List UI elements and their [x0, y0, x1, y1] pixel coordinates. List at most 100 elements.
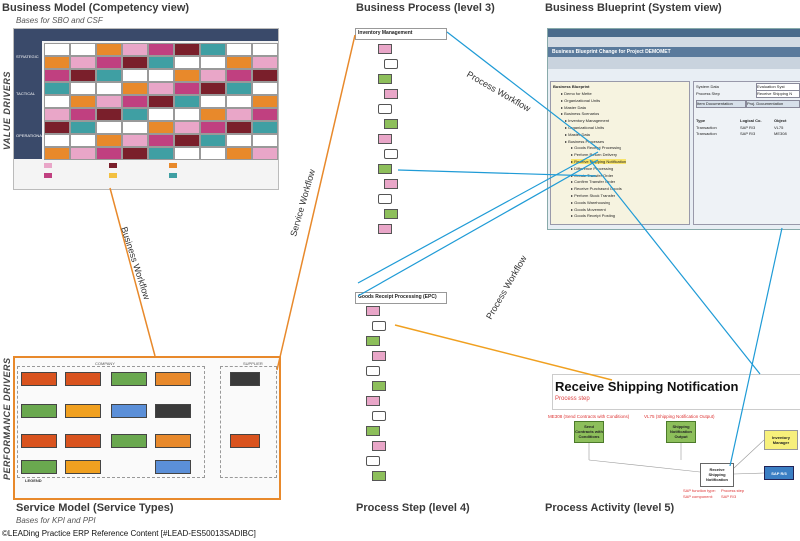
matrix-cell — [226, 95, 252, 108]
matrix-cell — [70, 69, 96, 82]
matrix-cell — [70, 43, 96, 56]
service-box — [155, 434, 191, 448]
sap-tree-item[interactable]: ▸ Master Data — [561, 104, 586, 110]
matrix-cell — [44, 147, 70, 160]
sap-tree-panel: Business Blueprint ▸ Demo for Mette▸ Org… — [550, 81, 690, 225]
matrix-cell — [252, 147, 278, 160]
sap-tree-item[interactable]: ▸ Organizational Units — [561, 97, 601, 103]
receive-shipping-box[interactable]: Receive Shipping Notification — [700, 463, 734, 487]
sap-menu-bar — [548, 29, 800, 37]
matrix-cell — [148, 121, 174, 134]
service-box — [65, 404, 101, 418]
matrix-cell — [252, 43, 278, 56]
matrix-cell — [70, 95, 96, 108]
service-box — [65, 460, 101, 474]
sap-field-system: System Data — [696, 84, 719, 89]
matrix-cell — [252, 134, 278, 147]
component-value: SAP R/3 — [721, 494, 737, 499]
sap-tab-item-doc[interactable]: Item Documentation — [696, 100, 746, 108]
blueprint-to-activity-line — [589, 159, 761, 375]
sap-r3-box[interactable]: SAP R/3 — [764, 466, 794, 480]
sap-tree-item[interactable]: ▸ Demo for Mette — [561, 91, 592, 96]
matrix-cell — [200, 108, 226, 121]
sap-tree-item[interactable]: ▸ Goods Receipt Processing — [571, 145, 622, 151]
matrix-cell — [226, 56, 252, 69]
sap-row2-type: Transaction — [696, 131, 717, 136]
matrix-cell — [226, 108, 252, 121]
sap-field-step: Process Step — [696, 91, 720, 96]
matrix-cell — [174, 69, 200, 82]
service-box — [65, 434, 101, 448]
epc-node — [384, 89, 398, 99]
service-box — [111, 372, 147, 386]
matrix-cell — [226, 43, 252, 56]
matrix-cell — [148, 69, 174, 82]
sap-row1-object: VL75 — [774, 125, 784, 130]
service-box — [21, 372, 57, 386]
sap-tree-item[interactable]: ▸ Organizational Units — [565, 125, 605, 130]
matrix-cell — [96, 95, 122, 108]
sap-tree-item[interactable]: ▸ Perform Stock Transfer — [571, 193, 616, 198]
sap-tree-item[interactable]: ▸ Receive Shipping Notification — [571, 159, 627, 164]
competency-matrix: STRATEGIC TACTICAL OPERATIONAL — [13, 28, 279, 190]
epc-node — [366, 336, 380, 346]
send-contracts-box[interactable]: Send Contracts with Conditions — [574, 421, 604, 443]
business-workflow-label: Business Workflow — [119, 226, 152, 302]
service-workflow-label: Service Workflow — [288, 168, 317, 238]
sap-tree-item[interactable]: ▸ Confirm Transfer Order — [571, 179, 616, 185]
matrix-cell — [44, 82, 70, 95]
matrix-cell — [200, 95, 226, 108]
sap-col-type: Type — [696, 118, 706, 123]
func-type-label: SAP function type: — [683, 488, 716, 493]
matrix-cell — [148, 56, 174, 69]
sap-tree-item[interactable]: ▸ Difference Processing — [571, 165, 614, 171]
inventory-manager-box[interactable]: Inventory Manager — [764, 430, 798, 450]
sap-tree-item[interactable]: ▸ Business Scenarios — [561, 111, 600, 117]
matrix-cell — [252, 56, 278, 69]
matrix-header-bar — [14, 29, 278, 41]
legend-swatch-orange — [169, 163, 177, 168]
competency-subtitle: Bases for SBO and CSF — [16, 16, 103, 25]
sap-tree-item[interactable]: ▸ Master Data — [565, 131, 590, 137]
sap-row2-logical: SAP R/3 — [740, 131, 756, 136]
shipping-output-box[interactable]: Shipping Notification Output — [666, 421, 696, 443]
epc-node — [372, 471, 386, 481]
legend-swatch-teal — [169, 173, 177, 178]
service-box — [65, 372, 101, 386]
sap-tree-item[interactable]: ▸ Goods Movement — [571, 206, 606, 212]
sap-toolbar — [548, 37, 800, 47]
sap-tree-item[interactable]: ▸ Inventory Management — [565, 118, 610, 124]
matrix-cell — [44, 134, 70, 147]
matrix-cell — [44, 108, 70, 121]
matrix-row-tactical: TACTICAL — [16, 91, 36, 96]
epc-node — [378, 134, 392, 144]
sap-tree-item[interactable]: ▸ Goods Warehousing — [571, 199, 611, 205]
matrix-cell — [200, 82, 226, 95]
sap-tree-item[interactable]: ▸ Goods Receipt Posting — [571, 213, 616, 219]
process-mid-line-2 — [357, 159, 599, 297]
service-box — [111, 404, 147, 418]
sap-tree-item[interactable]: ▸ Create Transfer Order — [571, 172, 614, 178]
sap-tree-item[interactable]: ▸ Business Processes — [565, 138, 605, 144]
matrix-cell — [174, 121, 200, 134]
epc-node — [366, 366, 380, 376]
matrix-cell — [148, 134, 174, 147]
matrix-cell — [200, 134, 226, 147]
blueprint-title: Business Blueprint (System view) — [545, 2, 722, 14]
matrix-cell — [226, 134, 252, 147]
epc-node — [378, 44, 392, 54]
service-box — [230, 434, 260, 448]
sap-tree-item[interactable]: ▸ Receive Purchased Goods — [571, 186, 622, 192]
competency-title: Business Model (Competency view) — [2, 2, 190, 14]
matrix-cell — [44, 56, 70, 69]
service-box — [21, 460, 57, 474]
component-label: SAP component: — [683, 494, 713, 499]
matrix-cell — [226, 147, 252, 160]
epc-mid-title: Goods Receipt Processing (EPC) — [355, 292, 447, 304]
matrix-cell — [252, 121, 278, 134]
epc-node — [378, 104, 392, 114]
legend-swatch-core-diff — [44, 173, 52, 178]
epc-node — [384, 59, 398, 69]
matrix-cell — [174, 95, 200, 108]
epc-node — [366, 306, 380, 316]
